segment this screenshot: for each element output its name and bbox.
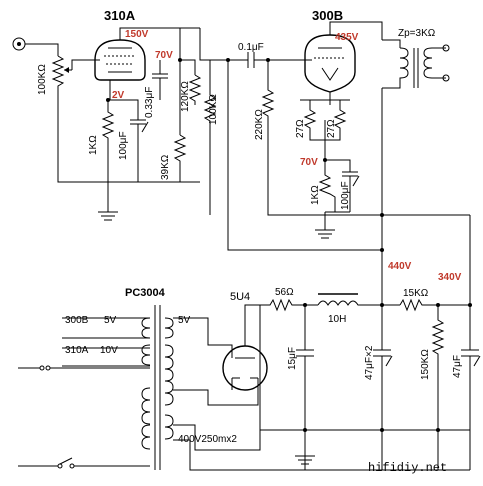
voltage-440: 440V [388, 261, 412, 272]
label-c47x2: 47μF×2 [364, 345, 375, 380]
label-r1k-b: 1KΩ [310, 185, 321, 205]
label-r56: 56Ω [275, 287, 294, 298]
grid-300b [261, 58, 382, 230]
voltage-70b: 70V [300, 157, 318, 168]
label-c01: 0.1μF [238, 42, 264, 53]
rectifier-5u4 [173, 304, 470, 471]
tube-300b [304, 21, 383, 105]
label-winding-310a: 310A [65, 345, 89, 356]
power-transformer [18, 305, 174, 470]
label-r27a: 27Ω [295, 119, 306, 138]
label-pc3004: PC3004 [125, 287, 166, 299]
label-310a: 310A [104, 8, 136, 23]
label-c15: 15μF [287, 347, 298, 370]
label-winding-hv: 400V250mx2 [178, 434, 237, 445]
coupling-cap [227, 52, 382, 251]
label-r39k: 39KΩ [160, 154, 171, 180]
voltage-2: 2V [112, 90, 125, 101]
label-r1k-a: 1KΩ [88, 135, 99, 155]
filter-network [260, 215, 481, 470]
label-r220k: 220KΩ [254, 109, 265, 140]
label-c100-b: 100μF [340, 181, 351, 210]
label-r15k: 15KΩ [403, 288, 429, 299]
label-300b: 300B [312, 8, 343, 23]
label-c100-a: 100μF [118, 131, 129, 160]
cathode-310a [101, 98, 149, 182]
label-r120k: 120KΩ [180, 81, 191, 112]
voltage-70a: 70V [155, 50, 173, 61]
volume-pot [51, 55, 200, 183]
label-r100k: 100KΩ [208, 94, 219, 125]
ground-300b [315, 229, 335, 239]
label-r150k: 150KΩ [420, 349, 431, 380]
label-5u4: 5U4 [230, 291, 250, 303]
label-winding-10v: 10V [100, 345, 118, 356]
voltage-435: 435V [335, 32, 359, 43]
label-r27b: 27Ω [326, 119, 337, 138]
label-c033: 0.33μF [144, 87, 155, 118]
label-zp: Zp=3KΩ [398, 28, 436, 39]
interstage-310a [150, 27, 230, 215]
label-vol: 100KΩ [37, 64, 48, 95]
label-c47: 47μF [452, 355, 463, 378]
ground-psu [295, 455, 315, 465]
voltage-150: 150V [125, 29, 149, 40]
ground-310a [98, 182, 118, 221]
label-winding-5v-b: 5V [178, 315, 191, 326]
voltage-340: 340V [438, 272, 462, 283]
label-winding-5v-a: 5V [104, 315, 117, 326]
input-jack [12, 37, 59, 56]
watermark: hifidiy.net [368, 461, 447, 475]
label-choke: 10H [328, 314, 346, 325]
label-winding-300b: 300B [65, 315, 89, 326]
